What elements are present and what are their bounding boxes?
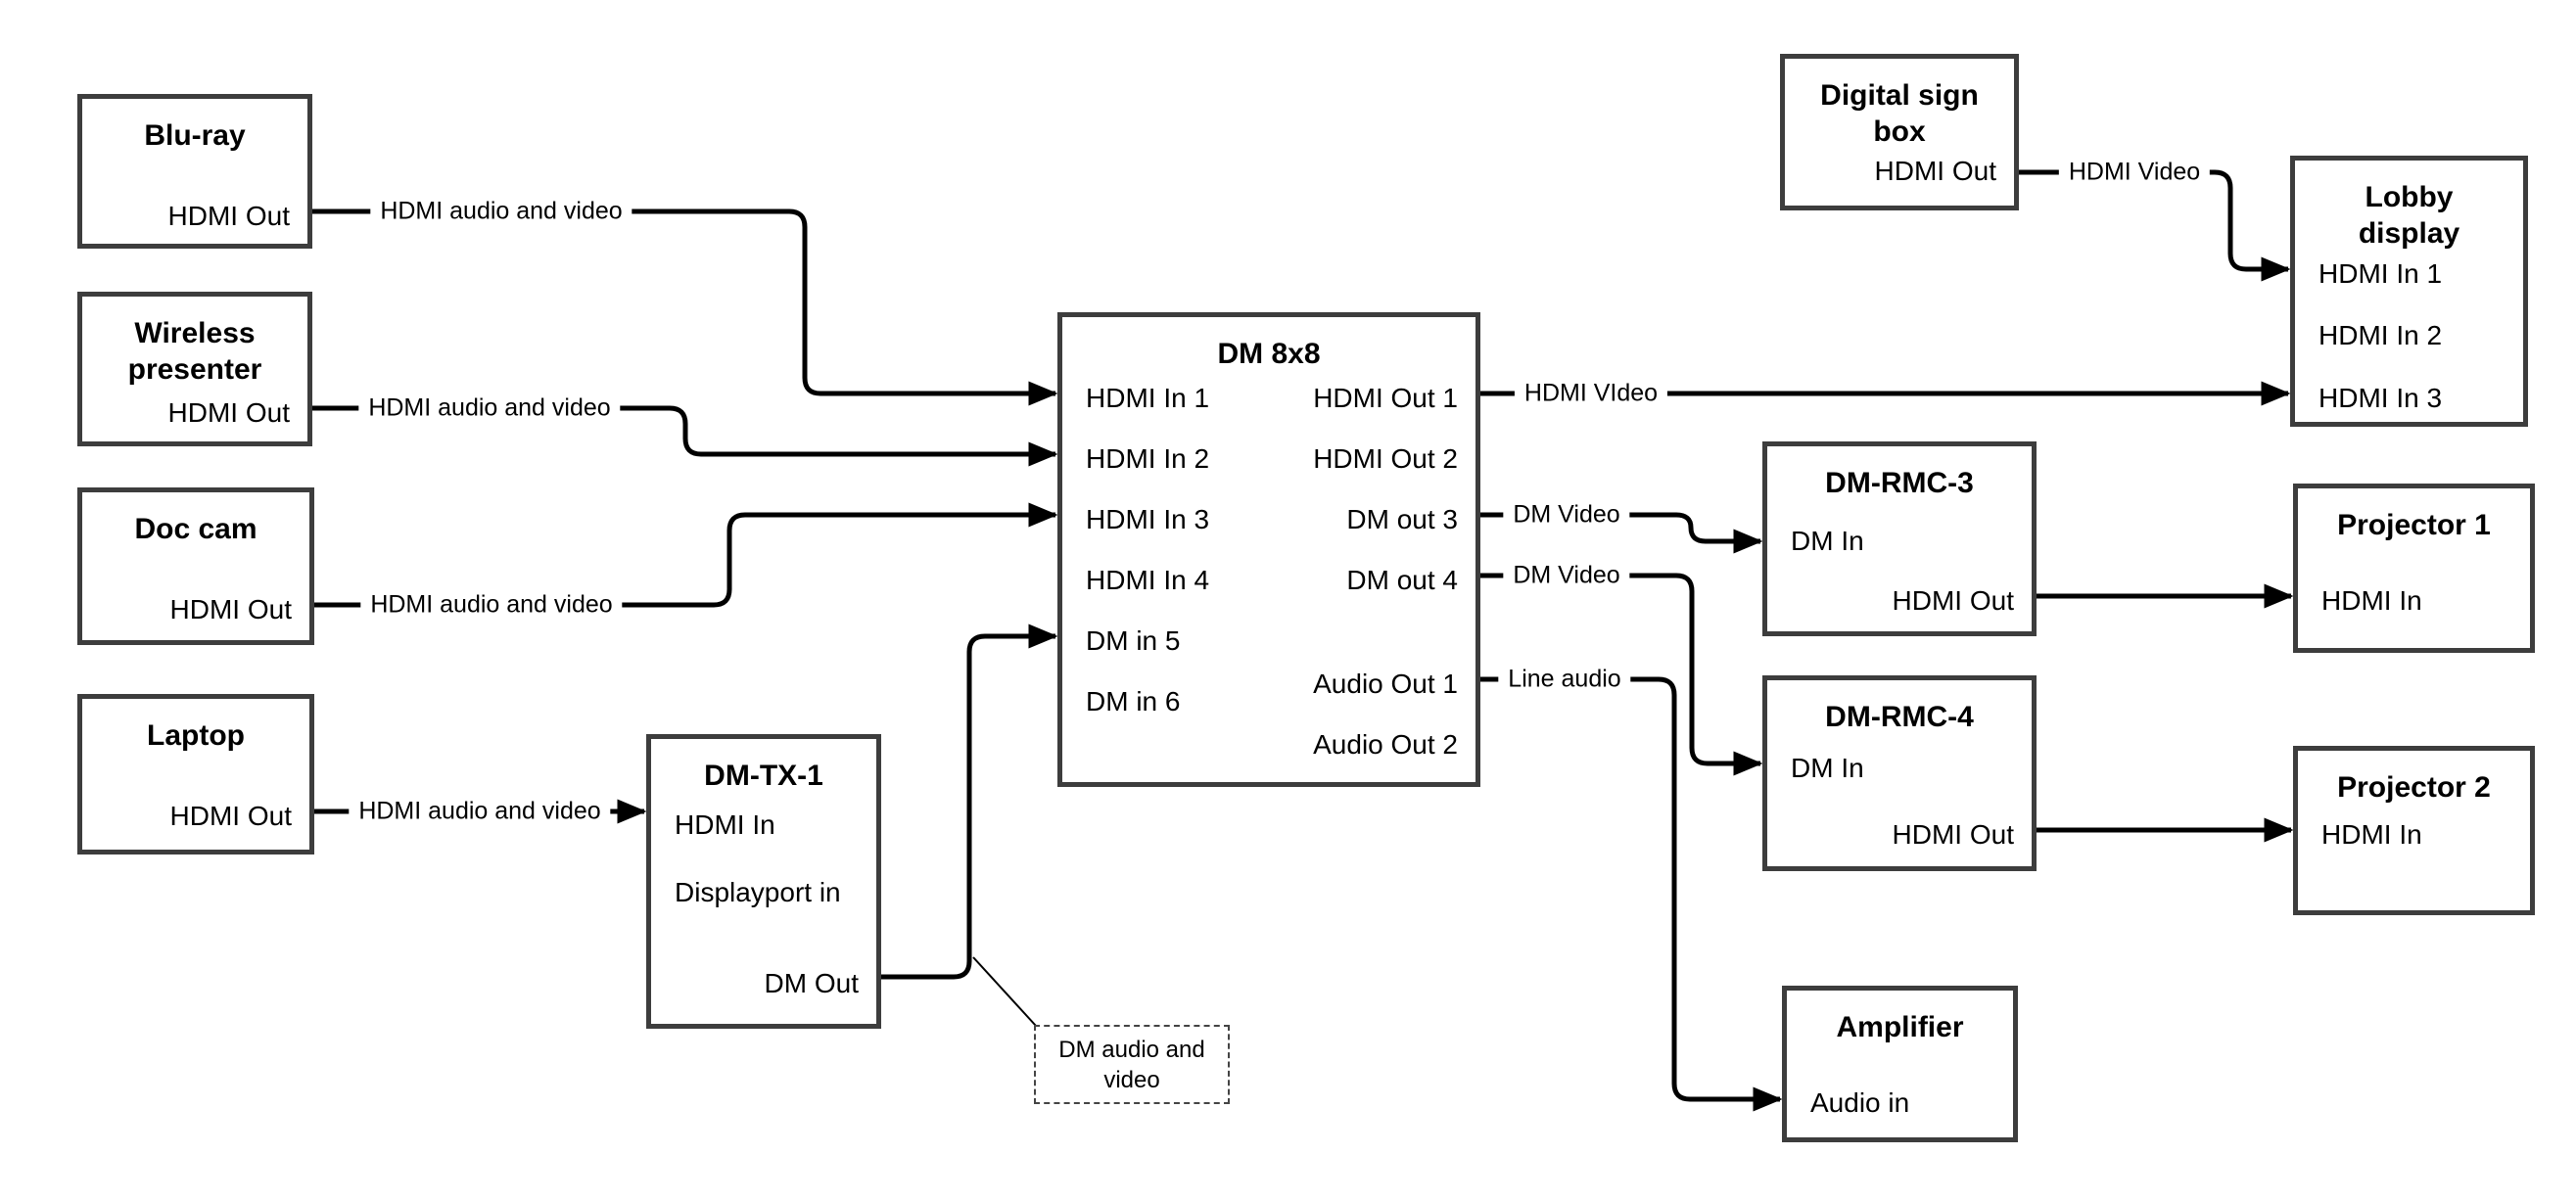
connector-label-bluray-to-dm8x8-in1: HDMI audio and video bbox=[370, 196, 632, 227]
connector-wireless-to-dm8x8-in2 bbox=[312, 405, 1058, 467]
port-dm-rmc-3-hdmi-out: HDMI Out bbox=[1892, 585, 2014, 616]
port-wireless-presenter-hdmi-out: HDMI Out bbox=[167, 397, 290, 428]
port-dm-8x8-audio-out-1: Audio Out 1 bbox=[1313, 669, 1458, 699]
port-dm-8x8-dm-in-6: DM in 6 bbox=[1086, 686, 1181, 716]
node-dm-rmc-3: DM-RMC-3 DM In HDMI Out bbox=[1762, 441, 2037, 636]
port-dm-tx-1-dm-out: DM Out bbox=[764, 968, 859, 998]
node-title-dm-rmc-4: DM-RMC-4 bbox=[1825, 701, 1974, 733]
node-projector-1: Projector 1 HDMI In bbox=[2293, 484, 2535, 653]
port-dm-8x8-hdmi-in-3: HDMI In 3 bbox=[1086, 504, 1210, 534]
connector-doccam-to-dm8x8-in3 bbox=[314, 502, 1058, 608]
port-dm-tx-1-hdmi-in: HDMI In bbox=[675, 809, 775, 840]
port-dm-tx-1-displayport-in: Displayport in bbox=[675, 877, 841, 907]
port-dm-8x8-hdmi-out-2: HDMI Out 2 bbox=[1313, 443, 1458, 474]
port-dm-rmc-4-dm-in: DM In bbox=[1791, 753, 1864, 783]
node-title-dm-rmc-3: DM-RMC-3 bbox=[1825, 467, 1974, 499]
port-laptop-hdmi-out: HDMI Out bbox=[169, 801, 292, 831]
node-title-projector-2: Projector 2 bbox=[2337, 771, 2491, 804]
connector-dm8x8-out3-to-rmc3-dmin bbox=[1480, 512, 1763, 554]
node-projector-2: Projector 2 HDMI In bbox=[2293, 746, 2535, 915]
connector-note-callout bbox=[972, 956, 1037, 1027]
port-dm-8x8-hdmi-in-2: HDMI In 2 bbox=[1086, 443, 1210, 474]
connector-dm8x8-audioout1-to-amplifier bbox=[1480, 676, 1783, 1112]
connector-dmtx1-dmout-to-dm8x8-in5 bbox=[881, 624, 1058, 980]
connector-label-dm8x8-out1-to-lobby-in3: HDMI VIdeo bbox=[1514, 378, 1668, 409]
node-title-doc-cam: Doc cam bbox=[134, 513, 258, 545]
port-dm-8x8-hdmi-out-1: HDMI Out 1 bbox=[1313, 383, 1458, 413]
port-dm-8x8-dm-out-3: DM out 3 bbox=[1346, 504, 1458, 534]
port-amplifier-audio-in: Audio in bbox=[1810, 1087, 1910, 1118]
port-doc-cam-hdmi-out: HDMI Out bbox=[169, 594, 292, 624]
port-dm-8x8-audio-out-2: Audio Out 2 bbox=[1313, 729, 1458, 760]
port-blu-ray-hdmi-out: HDMI Out bbox=[167, 201, 290, 231]
connector-label-laptop-to-dmtx1-hdmi-in: HDMI audio and video bbox=[349, 796, 611, 827]
port-projector-2-hdmi-in: HDMI In bbox=[2321, 819, 2422, 850]
port-digital-sign-box-hdmi-out: HDMI Out bbox=[1874, 156, 1996, 186]
port-projector-1-hdmi-in: HDMI In bbox=[2321, 585, 2422, 616]
port-dm-8x8-hdmi-in-4: HDMI In 4 bbox=[1086, 565, 1210, 595]
port-dm-8x8-dm-in-5: DM in 5 bbox=[1086, 625, 1181, 656]
connector-label-dm8x8-out3-to-rmc3-dmin: DM Video bbox=[1503, 499, 1630, 531]
port-dm-8x8-dm-out-4: DM out 4 bbox=[1346, 565, 1458, 595]
connector-dm8x8-out4-to-rmc4-dmin bbox=[1480, 573, 1763, 776]
connector-label-doccam-to-dm8x8-in3: HDMI audio and video bbox=[360, 589, 623, 621]
port-dm-rmc-4-hdmi-out: HDMI Out bbox=[1892, 819, 2014, 850]
connector-label-dm8x8-out4-to-rmc4-dmin: DM Video bbox=[1503, 560, 1630, 591]
port-dm-rmc-3-dm-in: DM In bbox=[1791, 526, 1864, 556]
node-title-blu-ray: Blu-ray bbox=[144, 119, 246, 152]
port-lobby-display-hdmi-in-3: HDMI In 3 bbox=[2318, 383, 2443, 413]
connector-signbox-to-lobby-in1 bbox=[2019, 169, 2291, 282]
port-lobby-display-hdmi-in-1: HDMI In 1 bbox=[2318, 258, 2443, 289]
connector-label-wireless-to-dm8x8-in2: HDMI audio and video bbox=[358, 393, 621, 424]
port-lobby-display-hdmi-in-2: HDMI In 2 bbox=[2318, 320, 2443, 350]
node-title-dm-8x8: DM 8x8 bbox=[1217, 338, 1321, 370]
port-dm-8x8-hdmi-in-1: HDMI In 1 bbox=[1086, 383, 1210, 413]
connector-bluray-to-dm8x8-in1 bbox=[312, 208, 1058, 406]
connector-label-dm8x8-audioout1-to-amplifier: Line audio bbox=[1498, 664, 1631, 695]
node-title-dm-tx-1: DM-TX-1 bbox=[704, 760, 823, 792]
node-title-projector-1: Projector 1 bbox=[2337, 509, 2491, 541]
node-title-amplifier: Amplifier bbox=[1836, 1011, 1964, 1043]
node-dm-rmc-4: DM-RMC-4 DM In HDMI Out bbox=[1762, 675, 2037, 871]
connector-label-signbox-to-lobby-in1: HDMI Video bbox=[2058, 157, 2211, 188]
node-title-laptop: Laptop bbox=[147, 719, 245, 752]
